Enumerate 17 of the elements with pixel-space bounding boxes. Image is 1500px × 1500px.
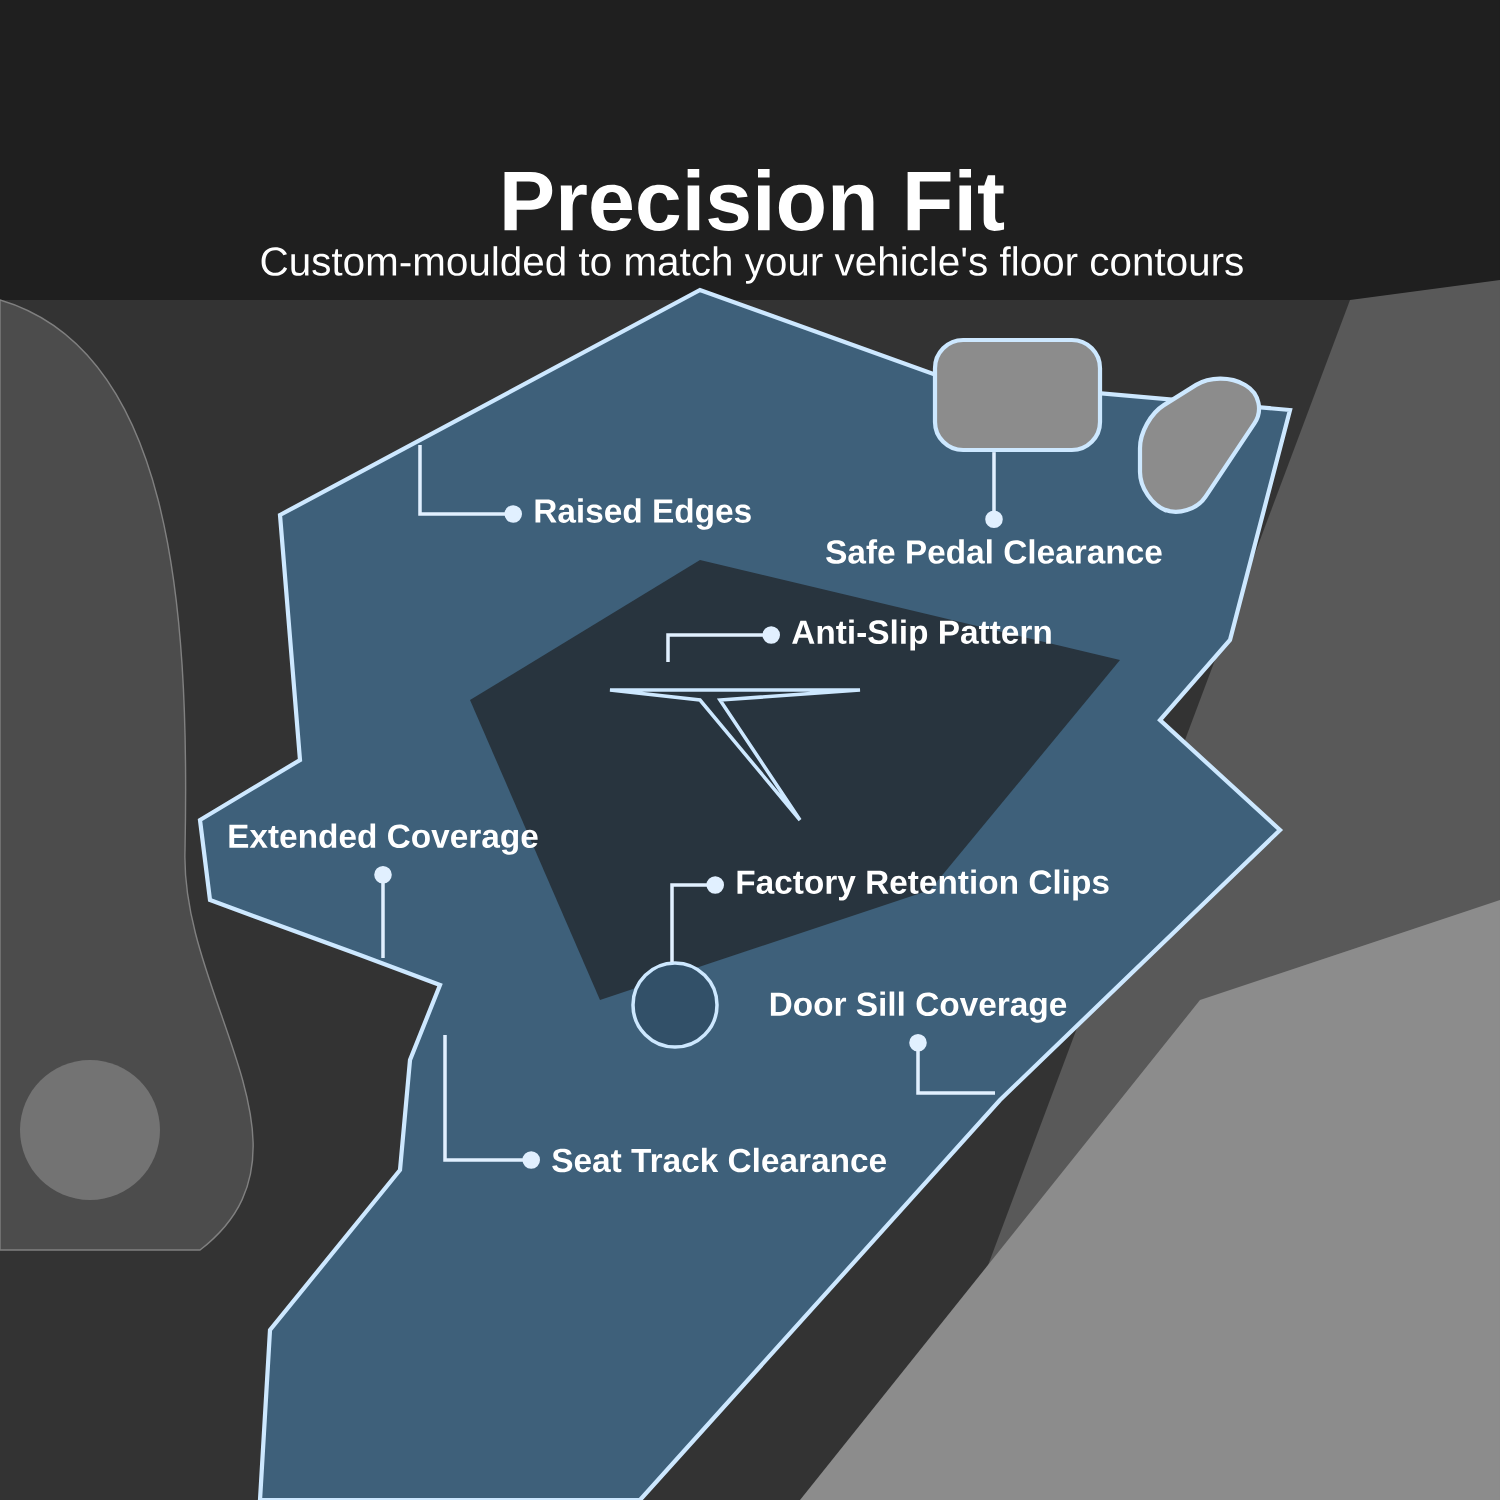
callout-label: Raised Edges [535, 498, 751, 530]
subtitle: Custom-moulded to match your vehicle's floor contours [261, 246, 1243, 284]
leader-line [666, 626, 780, 662]
leader-line [418, 445, 522, 523]
leader-line [443, 1035, 540, 1169]
callout-label: Safe Pedal Clearance [826, 539, 1162, 564]
title: Precision Fit [504, 169, 1005, 231]
callout-label: Door Sill Coverage [770, 991, 1067, 1023]
callout-label: Extended Coverage [229, 823, 538, 855]
brake-pedal-drawing [932, 337, 1103, 453]
leader-line [670, 876, 724, 962]
leader-line [985, 452, 1003, 528]
callout-label: Factory Retention Clips [737, 869, 1109, 901]
callout-label: Anti-Slip Pattern [792, 619, 1051, 651]
callout-label: Seat Track Clearance [552, 1147, 886, 1173]
leader-line [374, 866, 392, 958]
leader-line [909, 1034, 995, 1095]
